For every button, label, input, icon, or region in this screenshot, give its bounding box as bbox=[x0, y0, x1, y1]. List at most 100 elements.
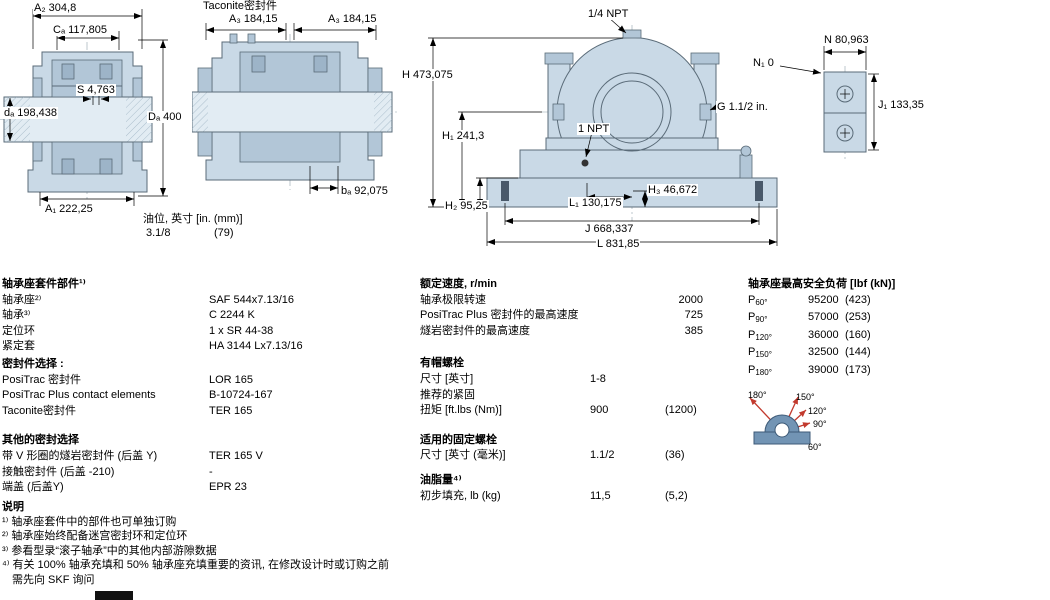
spec-value: 1 x SR 44-38 bbox=[209, 324, 274, 337]
spec-label: 轴承³⁾ bbox=[2, 309, 31, 322]
top-plug bbox=[622, 29, 642, 39]
spec-row: Taconite密封件 TER 165 bbox=[2, 404, 412, 420]
load-value-kn: (173) bbox=[845, 363, 871, 376]
spec-label: PosiTrac Plus contact elements bbox=[2, 389, 156, 402]
spec-row: 带 V 形圈的燧岩密封件 (后盖 Y) TER 165 V bbox=[2, 449, 412, 465]
spec-value: EPR 23 bbox=[209, 481, 247, 494]
spec-label: 燧岩密封件的最高速度 bbox=[420, 324, 530, 337]
spec-row: PosiTrac Plus contact elements B-10724-1… bbox=[2, 388, 412, 404]
components-table: 轴承座套件部件¹⁾ 轴承座²⁾ SAF 544x7.13/16 轴承³⁾ C 2… bbox=[2, 277, 412, 496]
spec-label: Taconite密封件 bbox=[2, 404, 76, 417]
dim-H2: H₂ 95,25 bbox=[444, 200, 489, 212]
grease-header: 油脂量⁴⁾ bbox=[420, 473, 462, 486]
spec-value-2: (5,2) bbox=[665, 489, 688, 502]
spec-row: PosiTrac Plus 密封件的最高速度 725 bbox=[420, 308, 720, 324]
loads-rows: P60° 95200 (423) P90° 57000 (253) P120° … bbox=[748, 293, 968, 381]
cap-bolts-rows: 尺寸 [英寸] 1-8 推荐的紧固 扭矩 [ft.lbs (Nm)] 900 (… bbox=[420, 372, 720, 419]
loads-header: 轴承座最高安全负荷 [lbf (kN)] bbox=[748, 278, 896, 290]
grease-rows: 初步填充, lb (kg) 11,5 (5,2) bbox=[420, 489, 720, 505]
dim-N: N 80,963 bbox=[823, 34, 870, 46]
spec-value: 385 bbox=[684, 324, 703, 337]
dim-A1: A₁ 222,25 bbox=[44, 203, 94, 215]
housing-base bbox=[486, 177, 778, 208]
cap-flange bbox=[545, 137, 719, 151]
cap-bolts-header: 有帽螺栓 bbox=[420, 357, 464, 370]
load-value-lbf: 32500 bbox=[808, 346, 839, 359]
spec-value: TER 165 V bbox=[209, 449, 263, 462]
spec-value-1 bbox=[590, 388, 665, 404]
speeds-table: 额定速度, r/min 轴承极限转速 2000 PosiTrac Plus 密封… bbox=[420, 277, 720, 504]
spec-label: PosiTrac 密封件 bbox=[2, 373, 82, 386]
angle-label-150: 150° bbox=[796, 392, 815, 402]
speeds-rows: 轴承极限转速 2000 PosiTrac Plus 密封件的最高速度 725 燧… bbox=[420, 293, 720, 340]
spec-value: B-10724-167 bbox=[209, 389, 273, 402]
spec-label: 紧定套 bbox=[2, 340, 35, 353]
spec-value: TER 165 bbox=[209, 404, 253, 417]
spec-label: 尺寸 [英寸] bbox=[420, 372, 474, 385]
seals-header: 密封件选择 : bbox=[2, 357, 64, 370]
spec-value: LOR 165 bbox=[209, 373, 254, 386]
foot-bolt-slot bbox=[755, 181, 763, 201]
load-label: P150° bbox=[748, 346, 772, 360]
oil-level-mm: (79) bbox=[214, 227, 234, 239]
spec-row: 轴承极限转速 2000 bbox=[420, 293, 720, 309]
spec-value-1: 1-8 bbox=[590, 372, 606, 385]
spec-label: 接触密封件 (后盖 -210) bbox=[2, 465, 115, 478]
dim-S: S 4,763 bbox=[76, 84, 116, 96]
other-seals-header: 其他的密封选择 bbox=[2, 434, 79, 447]
dim-G: G 1.1/2 in. bbox=[716, 101, 769, 113]
shaft bbox=[192, 91, 393, 133]
housing-base-upper bbox=[519, 149, 745, 179]
dim-A2: A₂ 304,8 bbox=[33, 2, 78, 14]
dim-H1: H₁ 241,3 bbox=[441, 130, 486, 142]
front-view-drawing bbox=[428, 16, 778, 246]
spec-row: 定位环 1 x SR 44-38 bbox=[2, 324, 412, 340]
other-seals-rows: 带 V 形圈的燧岩密封件 (后盖 Y) TER 165 V 接触密封件 (后盖 … bbox=[2, 449, 412, 496]
load-row: P150° 32500 (144) bbox=[748, 345, 968, 363]
components-rows: 轴承座²⁾ SAF 544x7.13/16 轴承³⁾ C 2244 K 定位环 … bbox=[2, 293, 412, 355]
spec-row: PosiTrac 密封件 LOR 165 bbox=[2, 373, 412, 389]
spec-label: 扭矩 [ft.lbs (Nm)] bbox=[420, 404, 502, 417]
spec-value-1: 1.1/2 bbox=[590, 449, 615, 462]
bolt-hole-bottom bbox=[836, 124, 854, 142]
foot-bolt-slot bbox=[501, 181, 509, 201]
side-plug-right bbox=[699, 103, 712, 121]
spec-label: 轴承座²⁾ bbox=[2, 293, 42, 306]
spec-label: PosiTrac Plus 密封件的最高速度 bbox=[420, 309, 579, 322]
spec-label: 初步填充, lb (kg) bbox=[420, 489, 501, 502]
load-value-kn: (144) bbox=[845, 346, 871, 359]
spec-row: 紧定套 HA 3144 Lx7.13/16 bbox=[2, 339, 412, 355]
spec-label: 带 V 形圈的燧岩密封件 (后盖 Y) bbox=[2, 449, 158, 462]
spec-label: 轴承极限转速 bbox=[420, 293, 486, 306]
load-label: P60° bbox=[748, 293, 768, 307]
speeds-header: 额定速度, r/min bbox=[420, 278, 498, 290]
angle-label-60: 60° bbox=[808, 442, 822, 452]
spec-row: 推荐的紧固 bbox=[420, 388, 720, 404]
angle-label-120: 120° bbox=[808, 406, 827, 416]
oil-level-label: 油位, 英寸 [in. (mm)] bbox=[143, 213, 243, 225]
load-value-lbf: 36000 bbox=[808, 328, 839, 341]
dim-J: J 668,337 bbox=[584, 223, 635, 235]
footnote: 需先向 SKF 询问 bbox=[12, 573, 95, 586]
side-plug-left bbox=[552, 103, 565, 121]
spec-label: 端盖 (后盖Y) bbox=[2, 481, 64, 494]
spec-row: 尺寸 [英寸] 1-8 bbox=[420, 372, 720, 388]
seals-rows: PosiTrac 密封件 LOR 165 PosiTrac Plus conta… bbox=[2, 373, 412, 420]
dim-J1: J₁ 133,35 bbox=[877, 99, 925, 111]
spec-row: 初步填充, lb (kg) 11,5 (5,2) bbox=[420, 489, 720, 505]
footnote: ¹⁾ 轴承座套件中的部件也可单独订购 bbox=[2, 515, 177, 528]
dim-H3: H₃ 46,672 bbox=[647, 184, 699, 196]
load-value-lbf: 39000 bbox=[808, 363, 839, 376]
dim-A3-right: A₃ 184,15 bbox=[327, 13, 378, 25]
dim-ba: bₐ 92,075 bbox=[340, 185, 389, 197]
spec-label: 定位环 bbox=[2, 324, 35, 337]
footnote: ³⁾ 参看型录“滚子轴承”中的其他内部游隙数据 bbox=[2, 544, 217, 557]
spec-value-1: 900 bbox=[590, 404, 609, 417]
taconite-seal bbox=[197, 67, 213, 93]
load-row: P90° 57000 (253) bbox=[748, 310, 968, 328]
oil-level-inches: 3.1/8 bbox=[146, 227, 171, 239]
footnote: ⁴⁾ 有关 100% 轴承充填和 50% 轴承座充填重要的资讯, 在修改设计时或… bbox=[2, 559, 389, 571]
load-row: P180° 39000 (173) bbox=[748, 363, 968, 381]
dim-npt-quarter: 1/4 NPT bbox=[587, 8, 630, 20]
spec-row: 燧岩密封件的最高速度 385 bbox=[420, 324, 720, 340]
